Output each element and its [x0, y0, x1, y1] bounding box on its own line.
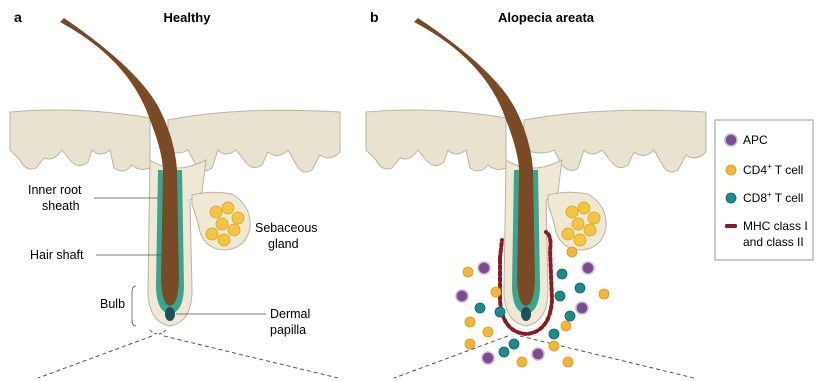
- cd4-cell: [483, 327, 493, 337]
- epidermis-left-b: [366, 110, 506, 171]
- cd8-cell: [575, 283, 585, 293]
- sebaceous-gland-a: [192, 192, 250, 250]
- label-inner-root-sheath-line1: Inner root: [28, 183, 82, 197]
- panel-title-a: Healthy: [164, 10, 212, 25]
- panel-letter-b: b: [370, 9, 379, 25]
- apc-cell: [456, 290, 468, 302]
- sebaceous-gland-b: [548, 192, 606, 250]
- label-hair-shaft: Hair shaft: [30, 248, 84, 262]
- label-dermal-papilla-line1: Dermal: [270, 307, 310, 321]
- legend-label-mhc-line1: MHC class I: [743, 219, 808, 233]
- label-sebaceous-line1: Sebaceous: [255, 221, 318, 235]
- cd8-cell: [495, 307, 505, 317]
- cd4-cell: [561, 321, 571, 331]
- dermal-papilla-b: [521, 307, 531, 321]
- cd4-cell: [491, 287, 501, 297]
- cd8-cell: [499, 347, 509, 357]
- apc-cell: [532, 348, 544, 360]
- cd4-cell: [465, 317, 475, 327]
- legend-label-cd4: CD4+ T cell: [743, 162, 803, 177]
- cd4-cell: [517, 357, 527, 367]
- panel-title-b: Alopecia areata: [498, 10, 595, 25]
- cd8-cell: [557, 269, 567, 279]
- cd8-cell: [555, 291, 565, 301]
- apc-cell: [582, 262, 594, 274]
- panel-letter-a: a: [14, 9, 22, 25]
- label-dermal-papilla-line2: papilla: [270, 323, 306, 337]
- cd4-icon: [726, 165, 736, 175]
- panel-a: a Healthy Inner root sh: [10, 9, 340, 378]
- epidermis-left-a: [10, 110, 150, 171]
- cd8-icon: [726, 193, 736, 203]
- legend-label-cd8: CD8+ T cell: [743, 190, 803, 205]
- apc-cell: [576, 302, 588, 314]
- label-inner-root-sheath-line2: sheath: [42, 199, 80, 213]
- legend-label-mhc-line2: and class II: [743, 235, 804, 249]
- apc-icon: [725, 134, 737, 146]
- legend-label-apc: APC: [743, 133, 768, 147]
- legend-item-apc: APC: [725, 133, 768, 147]
- cd4-cell: [463, 267, 473, 277]
- apc-cell: [478, 262, 490, 274]
- cd4-cell: [465, 339, 475, 349]
- cd4-cell: [599, 289, 609, 299]
- apc-cell: [482, 352, 494, 364]
- label-bulb: Bulb: [100, 297, 125, 311]
- epidermis-right-a: [168, 110, 340, 172]
- cd4-cell: [549, 341, 559, 351]
- dermal-papilla-a: [165, 307, 175, 321]
- cd8-cell: [565, 311, 575, 321]
- cd4-cell: [567, 247, 577, 257]
- legend: APC CD4+ T cell CD8+ T cell MHC class I …: [715, 120, 813, 260]
- panel-b: b Alopecia areata: [366, 9, 706, 378]
- cd8-cell: [475, 303, 485, 313]
- epidermis-right-b: [524, 110, 706, 172]
- cd8-cell: [509, 339, 519, 349]
- mhc-icon: [725, 224, 737, 228]
- cd4-cell: [563, 357, 573, 367]
- label-sebaceous-line2: gland: [268, 237, 299, 251]
- cd8-cell: [549, 329, 559, 339]
